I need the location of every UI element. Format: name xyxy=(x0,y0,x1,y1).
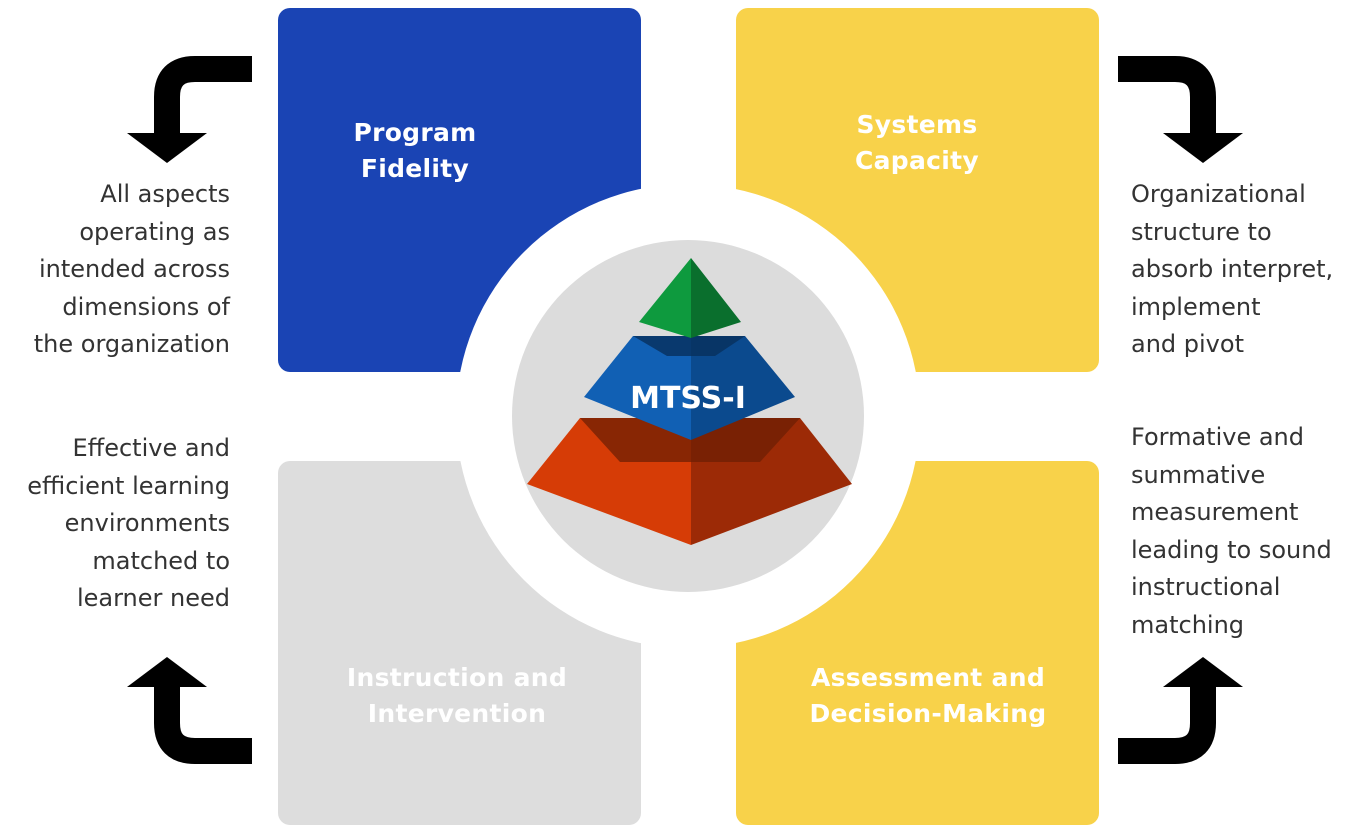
pyramid-mid-right xyxy=(691,336,795,440)
description-line: summative xyxy=(1131,460,1266,489)
instruction-intervention-title: Instruction and Intervention xyxy=(326,660,588,732)
pyramid-top-left xyxy=(639,258,691,338)
description-line: All aspects xyxy=(100,180,230,208)
description-line: intended across xyxy=(38,255,230,283)
pyramid-mid-left xyxy=(584,336,691,440)
description-line: Formative and xyxy=(1131,423,1304,451)
description-line: measurement xyxy=(1131,498,1299,526)
description-line: environments xyxy=(64,509,230,537)
description-line: operating as xyxy=(79,217,230,246)
pyramid-base-top xyxy=(580,418,800,462)
description-line: structure to xyxy=(1131,217,1272,246)
program-fidelity-title: Program Fidelity xyxy=(320,115,510,187)
description-line: implement xyxy=(1131,292,1261,321)
pyramid-top-right xyxy=(691,258,741,338)
description-line: instructional xyxy=(1131,573,1281,601)
title-line: Decision-Making xyxy=(809,699,1047,728)
title-line: Program xyxy=(353,118,477,147)
curved-arrow-up-left-icon xyxy=(127,657,252,764)
description-line: leading to sound xyxy=(1131,535,1332,564)
assessment-decision-making-description: Formative and summative measurement lead… xyxy=(1131,419,1332,644)
title-line: Capacity xyxy=(854,146,980,175)
title-line: Instruction and xyxy=(346,663,568,692)
curved-arrow-down-left-icon xyxy=(127,56,252,163)
title-line: Assessment and xyxy=(810,663,1046,692)
title-line: Fidelity xyxy=(360,154,470,183)
description-line: absorb interpret, xyxy=(1131,255,1334,283)
description-line: dimensions of xyxy=(62,292,230,321)
title-line: Intervention xyxy=(367,699,547,728)
description-line: matching xyxy=(1131,610,1245,639)
description-line: learner need xyxy=(76,584,230,612)
systems-capacity-description: Organizational structure to absorb inter… xyxy=(1131,176,1333,364)
description-line: Organizational xyxy=(1131,180,1306,208)
systems-capacity-title: Systems Capacity xyxy=(812,107,1022,179)
curved-arrow-up-right-icon xyxy=(1118,657,1243,764)
description-line: Effective and xyxy=(72,434,231,462)
description-line: matched to xyxy=(92,546,230,575)
assessment-decision-making-title: Assessment and Decision-Making xyxy=(786,660,1070,732)
pyramid-mid-top xyxy=(633,336,745,356)
description-line: the organization xyxy=(33,330,230,358)
instruction-intervention-description: Effective and efficient learning environ… xyxy=(27,430,230,618)
description-line: efficient learning xyxy=(27,471,230,500)
center-label: MTSS-I xyxy=(630,381,746,416)
description-line: and pivot xyxy=(1131,330,1244,358)
title-line: Systems xyxy=(856,110,978,139)
program-fidelity-description: All aspects operating as intended across… xyxy=(34,176,230,364)
curved-arrow-down-right-icon xyxy=(1118,56,1243,163)
